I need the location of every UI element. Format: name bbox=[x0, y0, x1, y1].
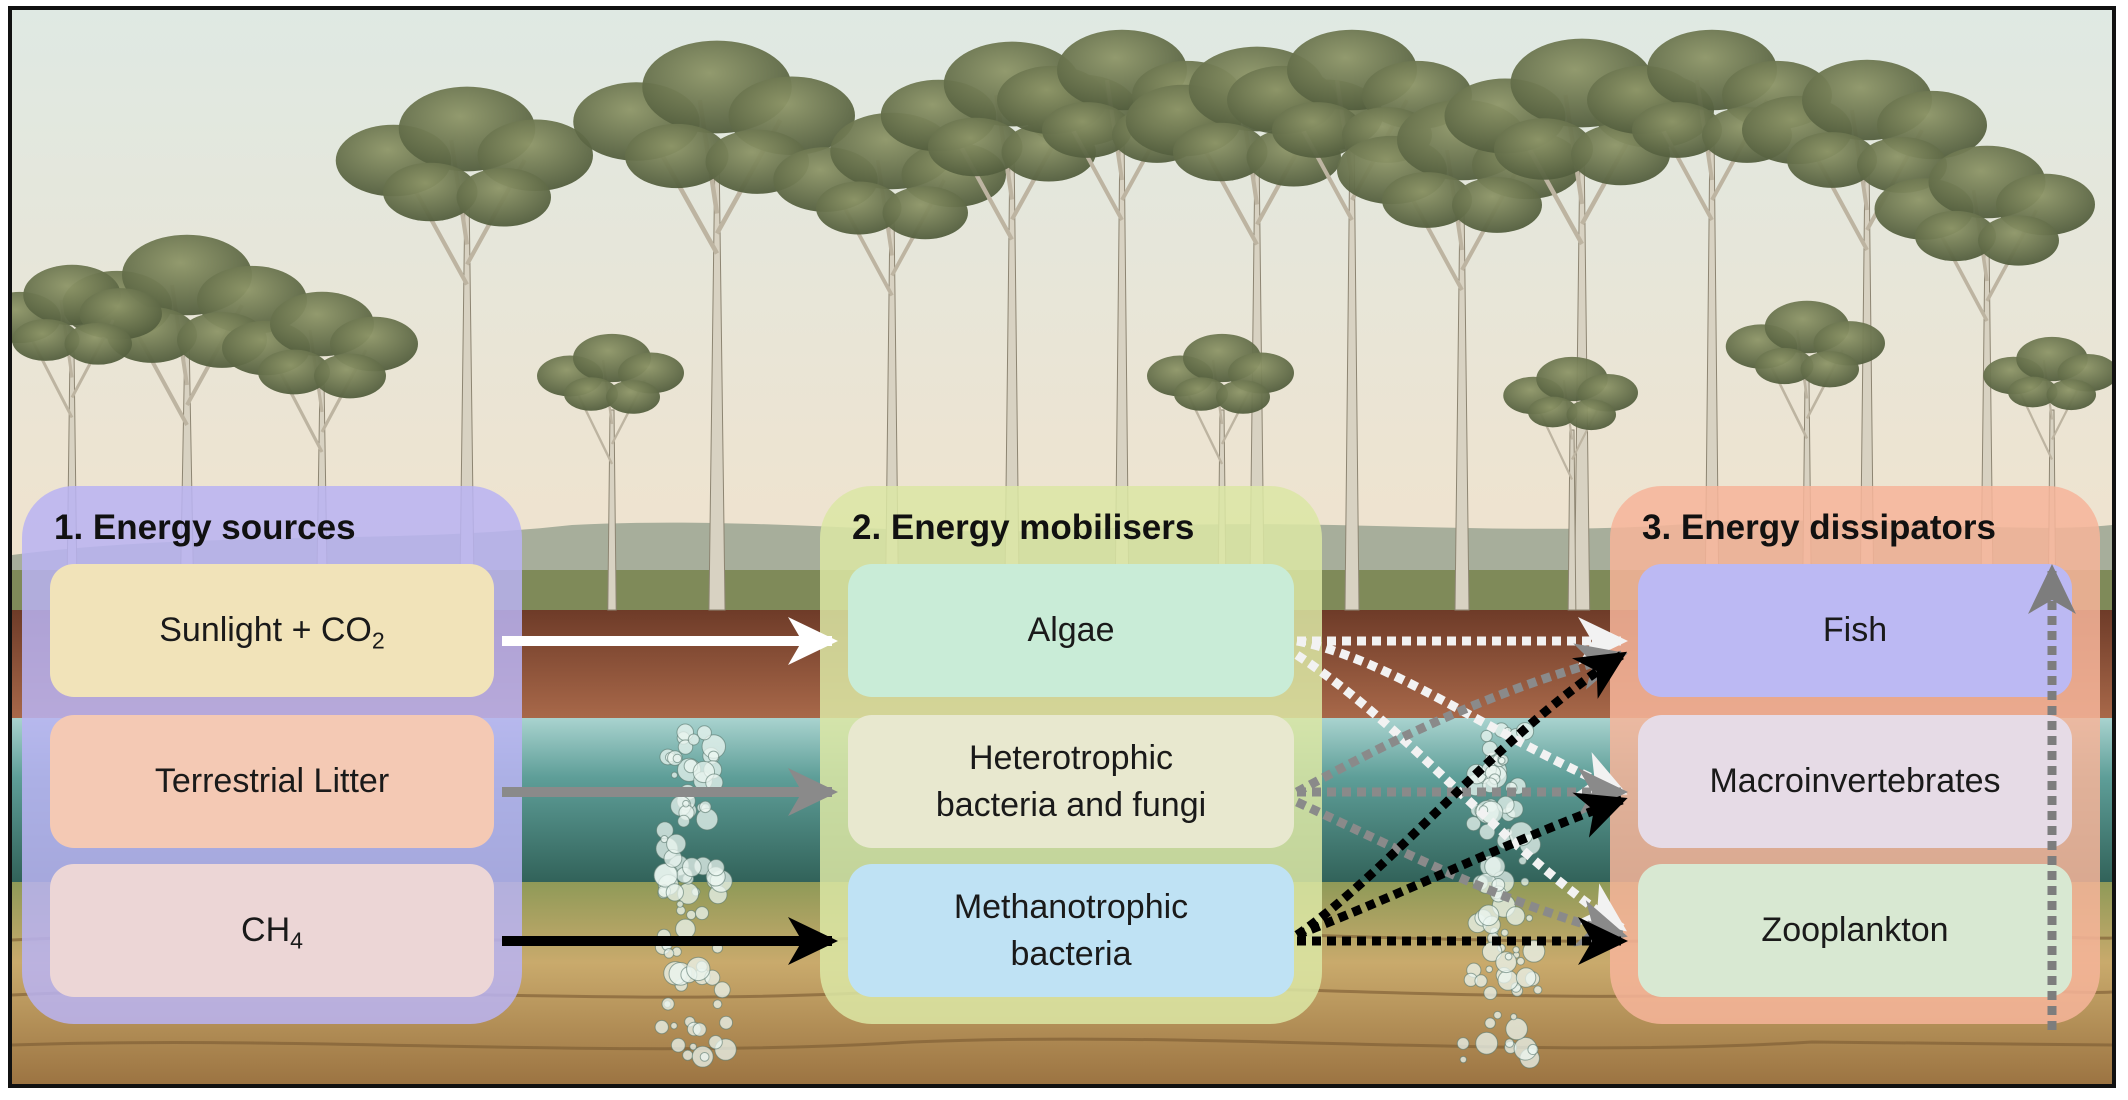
energy-sources-title: 1. Energy sources bbox=[54, 508, 356, 547]
algae-label: Algae bbox=[1027, 611, 1115, 650]
heterotrophic-label-line2: bacteria and fungi bbox=[935, 785, 1207, 824]
methane-label: CH4 bbox=[241, 907, 303, 954]
tree bbox=[222, 291, 418, 611]
heterotrophic-bacteria-fungi-node: Heterotrophic bacteria and fungi bbox=[848, 715, 1294, 848]
tree bbox=[12, 264, 162, 611]
heterotrophic-label-line1: Heterotrophic bbox=[968, 738, 1174, 777]
tree bbox=[1503, 356, 1638, 611]
terrestrial-litter-label: Terrestrial Litter bbox=[154, 762, 390, 801]
tree bbox=[1742, 59, 1987, 611]
methanotrophic-label-line2: bacteria bbox=[1010, 934, 1132, 973]
energy-mobilisers-title: 2. Energy mobilisers bbox=[852, 508, 1195, 547]
tree bbox=[1147, 333, 1294, 611]
methanotrophic-label-line1: Methanotrophic bbox=[953, 887, 1189, 926]
co2-subscript: 2 bbox=[371, 627, 385, 654]
tree bbox=[1874, 145, 2095, 611]
fish-node: Fish bbox=[1638, 564, 2072, 697]
tree bbox=[573, 40, 855, 611]
terrestrial-litter-node: Terrestrial Litter bbox=[50, 715, 494, 848]
methane-node: CH4 bbox=[50, 864, 494, 997]
sunlight-co2-node: Sunlight + CO2 bbox=[50, 564, 494, 697]
tree bbox=[537, 333, 684, 611]
sunlight-co2-text: Sunlight + CO bbox=[159, 611, 372, 650]
methanotrophic-bacteria-node: Methanotrophic bacteria bbox=[848, 864, 1294, 997]
figure-frame: 1. Energy sources Sunlight + CO2 Terrest… bbox=[8, 6, 2116, 1088]
ch4-subscript: 4 bbox=[290, 927, 303, 954]
zooplankton-label: Zooplankton bbox=[1761, 911, 1949, 950]
fish-label: Fish bbox=[1822, 611, 1888, 650]
tree bbox=[1725, 300, 1885, 611]
macroinvertebrates-node: Macroinvertebrates bbox=[1638, 715, 2072, 848]
algae-node: Algae bbox=[848, 564, 1294, 697]
zooplankton-node: Zooplankton bbox=[1638, 864, 2072, 997]
sunlight-co2-label: Sunlight + CO2 bbox=[159, 607, 384, 654]
macroinvertebrates-label: Macroinvertebrates bbox=[1709, 762, 2001, 801]
methane-text: CH bbox=[241, 911, 291, 950]
tree bbox=[1227, 29, 1472, 611]
energy-dissipators-title: 3. Energy dissipators bbox=[1642, 508, 1997, 547]
